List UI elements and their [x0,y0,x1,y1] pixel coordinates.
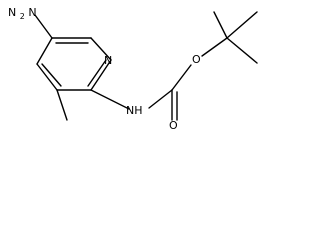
ester-o-label: O [192,53,201,66]
bond-nh-carbonyl-c [148,89,173,109]
bond-c5-amine [34,14,53,39]
pyridine-n-label: N [104,54,112,67]
bond-carbonyl-c-ester-o [171,64,192,91]
chemical-structure-diagram: N 2 N N NH O O [8,6,258,132]
tert-butyl-group [201,11,258,64]
amine-label: N 2 N [8,6,37,22]
bond-quaternary-c-methyl-right [226,11,258,39]
carbamate-nh-label: NH [126,104,143,117]
pyridine-nitrogen: N [104,54,112,67]
methyl-group [56,89,68,121]
bond-n1-c2 [90,59,112,91]
bond-ester-o-quaternary-c [201,37,228,57]
pyridine-ring [36,37,112,91]
structure-canvas: N 2 N N NH O O [0,0,268,137]
bond-c6-n1 [90,37,112,61]
double-bond-c3-c4-inner [41,63,62,87]
amine-group: N 2 N [8,6,53,39]
bond-c4-methyl [56,89,68,121]
bond-c4-c5 [36,37,53,65]
bond-c3-c4 [36,63,58,91]
bond-c2-nh [90,89,130,110]
double-bond-n1-c2-inner [87,59,107,87]
bond-quaternary-c-methyl-bottom [226,37,258,64]
carbonyl-o-label: O [169,119,178,132]
bond-quaternary-c-methyl-left [213,11,228,39]
carbamate-group: NH O O [90,53,201,132]
